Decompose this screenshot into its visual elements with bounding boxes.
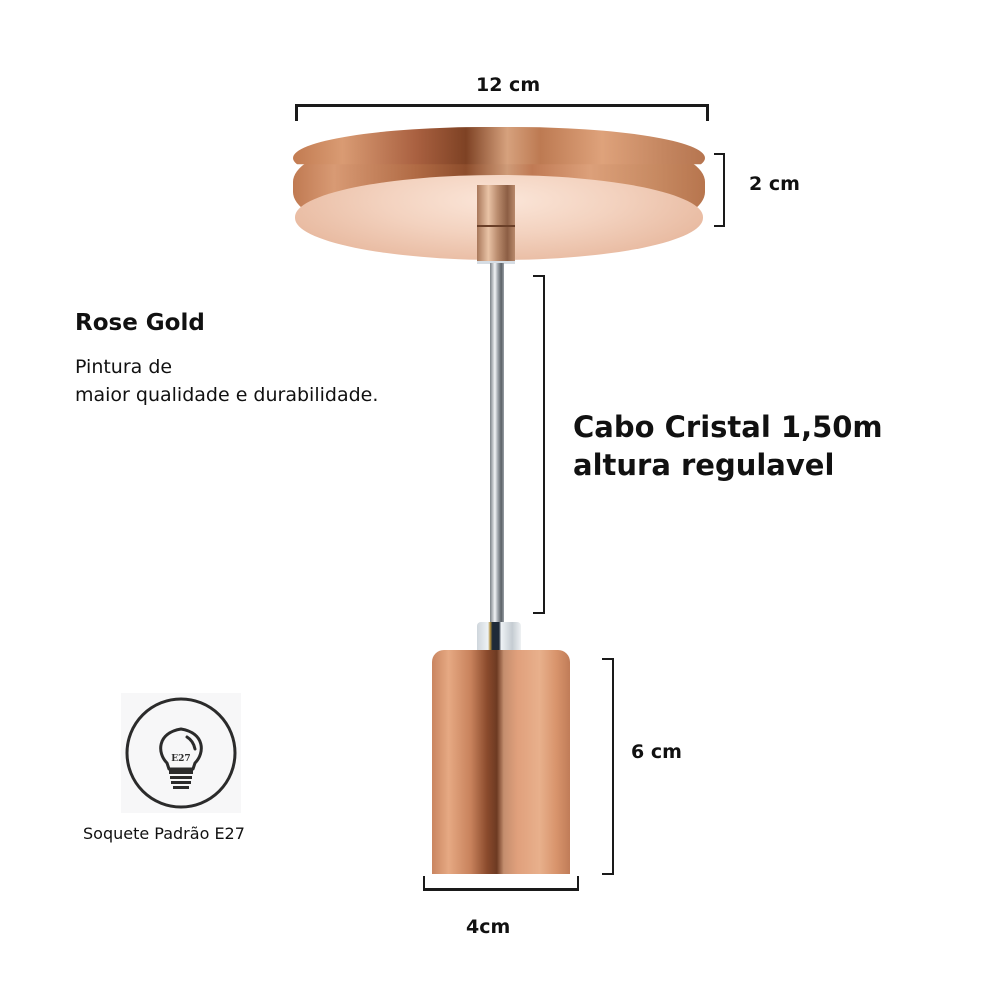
finish-description-line1: Pintura de xyxy=(75,356,173,378)
finish-description: Pintura de maior qualidade e durabilidad… xyxy=(75,353,378,409)
cable-length-bracket xyxy=(533,275,545,614)
collar-lower xyxy=(477,227,515,264)
bulb-icon-text: E27 xyxy=(171,754,190,764)
lightbulb-icon: E27 xyxy=(125,697,237,809)
socket-width-label: 4cm xyxy=(466,916,511,938)
stem-collar xyxy=(477,185,515,264)
chrome-cap xyxy=(477,622,521,652)
canopy-height-label: 2 cm xyxy=(749,173,800,195)
crystal-cable-rod xyxy=(490,263,504,623)
socket-height-label: 6 cm xyxy=(631,741,682,763)
finish-title: Rose Gold xyxy=(75,310,205,336)
socket-width-bracket xyxy=(423,876,579,891)
cable-description: Cabo Cristal 1,50m altura regulavel xyxy=(573,408,883,484)
socket-standard-label: Soquete Padrão E27 xyxy=(83,824,245,843)
canopy-width-label: 12 cm xyxy=(476,74,541,96)
cable-line2: altura regulavel xyxy=(573,448,835,482)
e27-socket-badge: E27 xyxy=(121,693,241,813)
cable-line1: Cabo Cristal 1,50m xyxy=(573,410,883,444)
canopy-width-bracket xyxy=(295,104,709,121)
socket-body xyxy=(432,650,570,874)
canopy-height-bracket xyxy=(714,153,725,227)
finish-description-line2: maior qualidade e durabilidade. xyxy=(75,384,379,406)
socket-height-bracket xyxy=(602,658,614,875)
collar-upper xyxy=(477,185,515,227)
